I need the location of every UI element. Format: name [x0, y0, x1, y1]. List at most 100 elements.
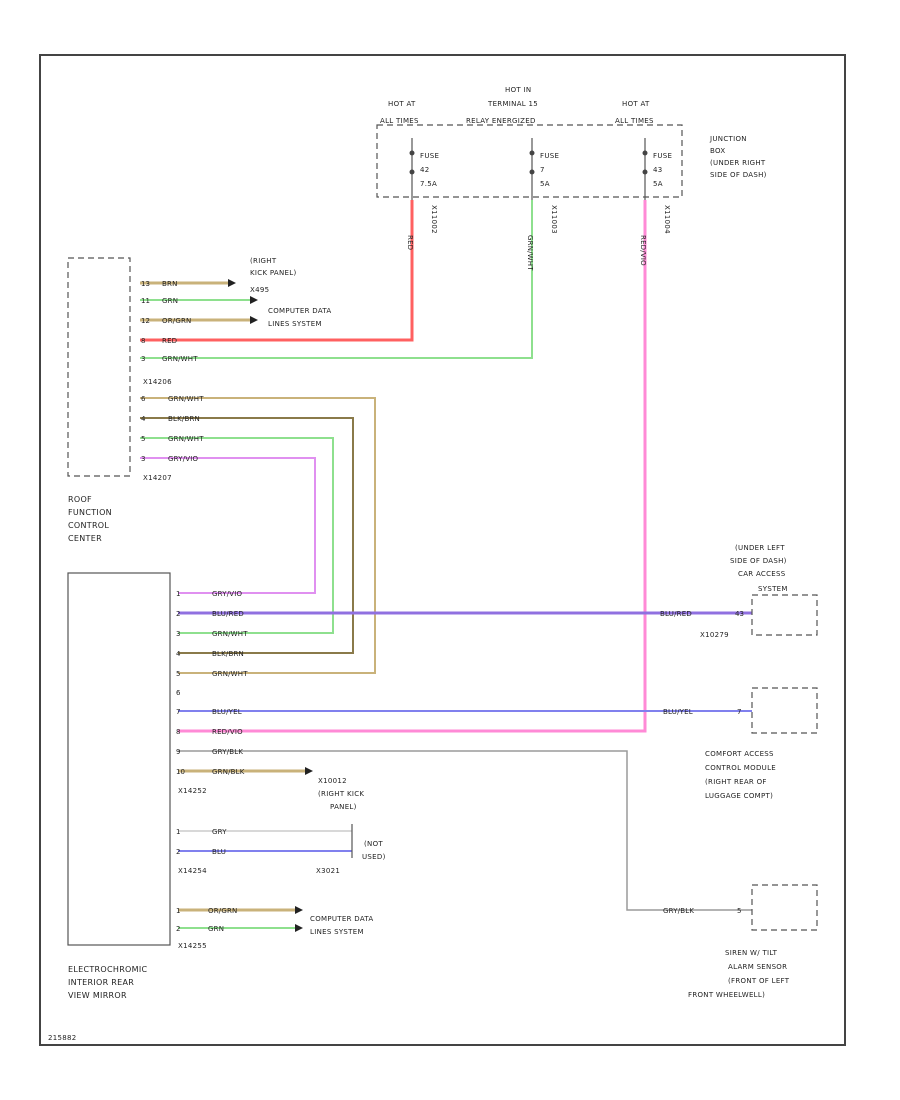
wire-tan-roof-bottom: [140, 397, 376, 674]
roof-data-lines-2: LINES SYSTEM: [268, 320, 322, 328]
comfort-label-3: (RIGHT REAR OF: [705, 778, 767, 786]
mirror-wire-6: BLU/YEL: [212, 708, 242, 716]
car-access-system: BLU/RED 43 X10279 (UNDER LEFT SIDE OF DA…: [660, 544, 818, 639]
mirror-x14255-wire-2: GRN: [208, 925, 224, 933]
roof-bottom-wire-3: GRN/WHT: [168, 435, 204, 443]
arrow-data-1: [250, 296, 258, 304]
fuse-7-rating: 5A: [540, 180, 550, 188]
mirror-wire-4: BLK/BRN: [212, 650, 244, 658]
wire-brown-roof-bottom: [140, 417, 354, 654]
comfort-access-module: BLU/YEL 7 COMFORT ACCESS CONTROL MODULE …: [663, 687, 818, 800]
connector-x11004: X11004: [663, 205, 671, 234]
mirror-pin-8: 8: [176, 728, 180, 736]
mirror-pin-2: 2: [176, 610, 180, 618]
roof-pin-8: 8: [141, 337, 145, 345]
car-access-wire: BLU/RED: [660, 610, 692, 618]
mirror-b-pin-2: 2: [176, 848, 180, 856]
connector-x10279: X10279: [700, 631, 729, 639]
not-used-2: USED): [362, 853, 386, 861]
fuse-42-node: [409, 150, 415, 156]
arrow-data-2: [250, 316, 258, 324]
mirror-pin-5: 5: [176, 670, 180, 678]
wire-pink-vertical: [178, 200, 647, 733]
connector-x11003: X11003: [550, 205, 558, 234]
kick-panel-label-1: (RIGHT: [250, 257, 277, 265]
mirror-outline: [67, 572, 171, 946]
mirror-wire-7: RED/VIO: [212, 728, 243, 736]
fuse-7-number: 7: [540, 166, 545, 174]
comfort-wire: BLU/YEL: [663, 708, 693, 716]
mirror-pin-3: 3: [176, 630, 180, 638]
fuse-43-node: [642, 150, 648, 156]
mirror-label-3: VIEW MIRROR: [68, 991, 127, 1000]
mirror-wire-2: BLU/RED: [212, 610, 244, 618]
diagram-border: [39, 54, 846, 1046]
car-access-label-3: CAR ACCESS: [738, 570, 786, 578]
fuse-43-number: 43: [653, 166, 663, 174]
siren-label-1: SIREN W/ TILT: [725, 949, 778, 957]
x10012-label-3: PANEL): [330, 803, 357, 811]
roof-label-2: FUNCTION: [68, 508, 112, 517]
junction-box-label-4: SIDE OF DASH): [710, 171, 767, 179]
junction-box-label-1: JUNCTION: [709, 135, 747, 143]
fuse-7-label: FUSE: [540, 152, 559, 160]
wire-gry-blk: [178, 750, 752, 911]
comfort-label-1: COMFORT ACCESS: [705, 750, 774, 758]
car-access-label-1: (UNDER LEFT: [735, 544, 785, 552]
mirror-b-pin-1: 1: [176, 828, 180, 836]
x10012-label-2: (RIGHT KICK: [318, 790, 364, 798]
mirror-wire-3: GRN/WHT: [212, 630, 248, 638]
mirror-pin-1: 1: [176, 590, 180, 598]
junction-box: HOT AT ALL TIMES HOT IN TERMINAL 15 RELA…: [376, 86, 767, 234]
siren-outline: [751, 884, 818, 931]
arrow-data-4: [295, 924, 303, 932]
roof-pin-12: 12: [141, 317, 150, 325]
mirror-data-lines-2: LINES SYSTEM: [310, 928, 364, 936]
mirror-c-pin-1: 1: [176, 907, 180, 915]
roof-label-3: CONTROL: [68, 521, 109, 530]
siren-label-4: FRONT WHEELWELL): [688, 991, 765, 999]
mirror-pin-6: 6: [176, 689, 181, 697]
roof-wire-1: BRN: [162, 280, 178, 288]
vertical-wire-green-label: GRN/WHT: [526, 235, 534, 271]
roof-wire-3: OR/GRN: [162, 317, 191, 325]
junction-box-outline: [376, 124, 683, 198]
mirror-label-1: ELECTROCHROMIC: [68, 965, 148, 974]
arrow-kick-panel: [228, 279, 236, 287]
roof-bottom-pin-6: 6: [141, 395, 146, 403]
fuse-7-node: [529, 150, 535, 156]
roof-bottom-wire-4: GRY/VIO: [168, 455, 199, 463]
roof-label-1: ROOF: [68, 495, 92, 504]
hot-right-2: ALL TIMES: [615, 117, 654, 125]
hot-left-1: HOT AT: [388, 100, 416, 108]
mirror-x14254-wire-1: GRY: [212, 828, 227, 836]
mirror-wire-9: GRN/BLK: [212, 768, 245, 776]
roof-pin-13: 13: [141, 280, 150, 288]
mirror-c-pin-2: 2: [176, 925, 180, 933]
not-used-1: (NOT: [364, 840, 383, 848]
roof-bottom-pin-3: 3: [141, 455, 145, 463]
mirror-x14254-wire-2: BLU: [212, 848, 226, 856]
mirror-pin-9: 9: [176, 748, 180, 756]
hot-mid-3: RELAY ENERGIZED: [466, 117, 536, 125]
comfort-label-4: LUGGAGE COMPT): [705, 792, 773, 800]
junction-box-label-2: BOX: [710, 147, 725, 155]
mirror-wire-1: GRY/VIO: [212, 590, 243, 598]
connector-x14252: X14252: [178, 787, 207, 795]
roof-data-lines-1: COMPUTER DATA: [268, 307, 332, 315]
junction-box-label-3: (UNDER RIGHT: [710, 159, 766, 167]
kick-panel-label-2: KICK PANEL): [250, 269, 297, 277]
mirror-label-2: INTERIOR REAR: [68, 978, 134, 987]
roof-wire-4: RED: [162, 337, 177, 345]
siren-tilt-alarm-sensor: GRY/BLK 5 SIREN W/ TILT ALARM SENSOR (FR…: [663, 884, 818, 999]
connector-x14254: X14254: [178, 867, 207, 875]
mirror-pin-7: 7: [176, 708, 180, 716]
wire-lilac-roof-bottom: [140, 457, 316, 594]
fuse-43-rating: 5A: [653, 180, 663, 188]
arrow-data-3: [295, 906, 303, 914]
connector-x11002: X11002: [430, 205, 438, 234]
mirror-x14255-wire-1: OR/GRN: [208, 907, 237, 915]
siren-label-3: (FRONT OF LEFT: [728, 977, 790, 985]
roof-label-4: CENTER: [68, 534, 102, 543]
connector-x14207: X14207: [143, 474, 172, 482]
